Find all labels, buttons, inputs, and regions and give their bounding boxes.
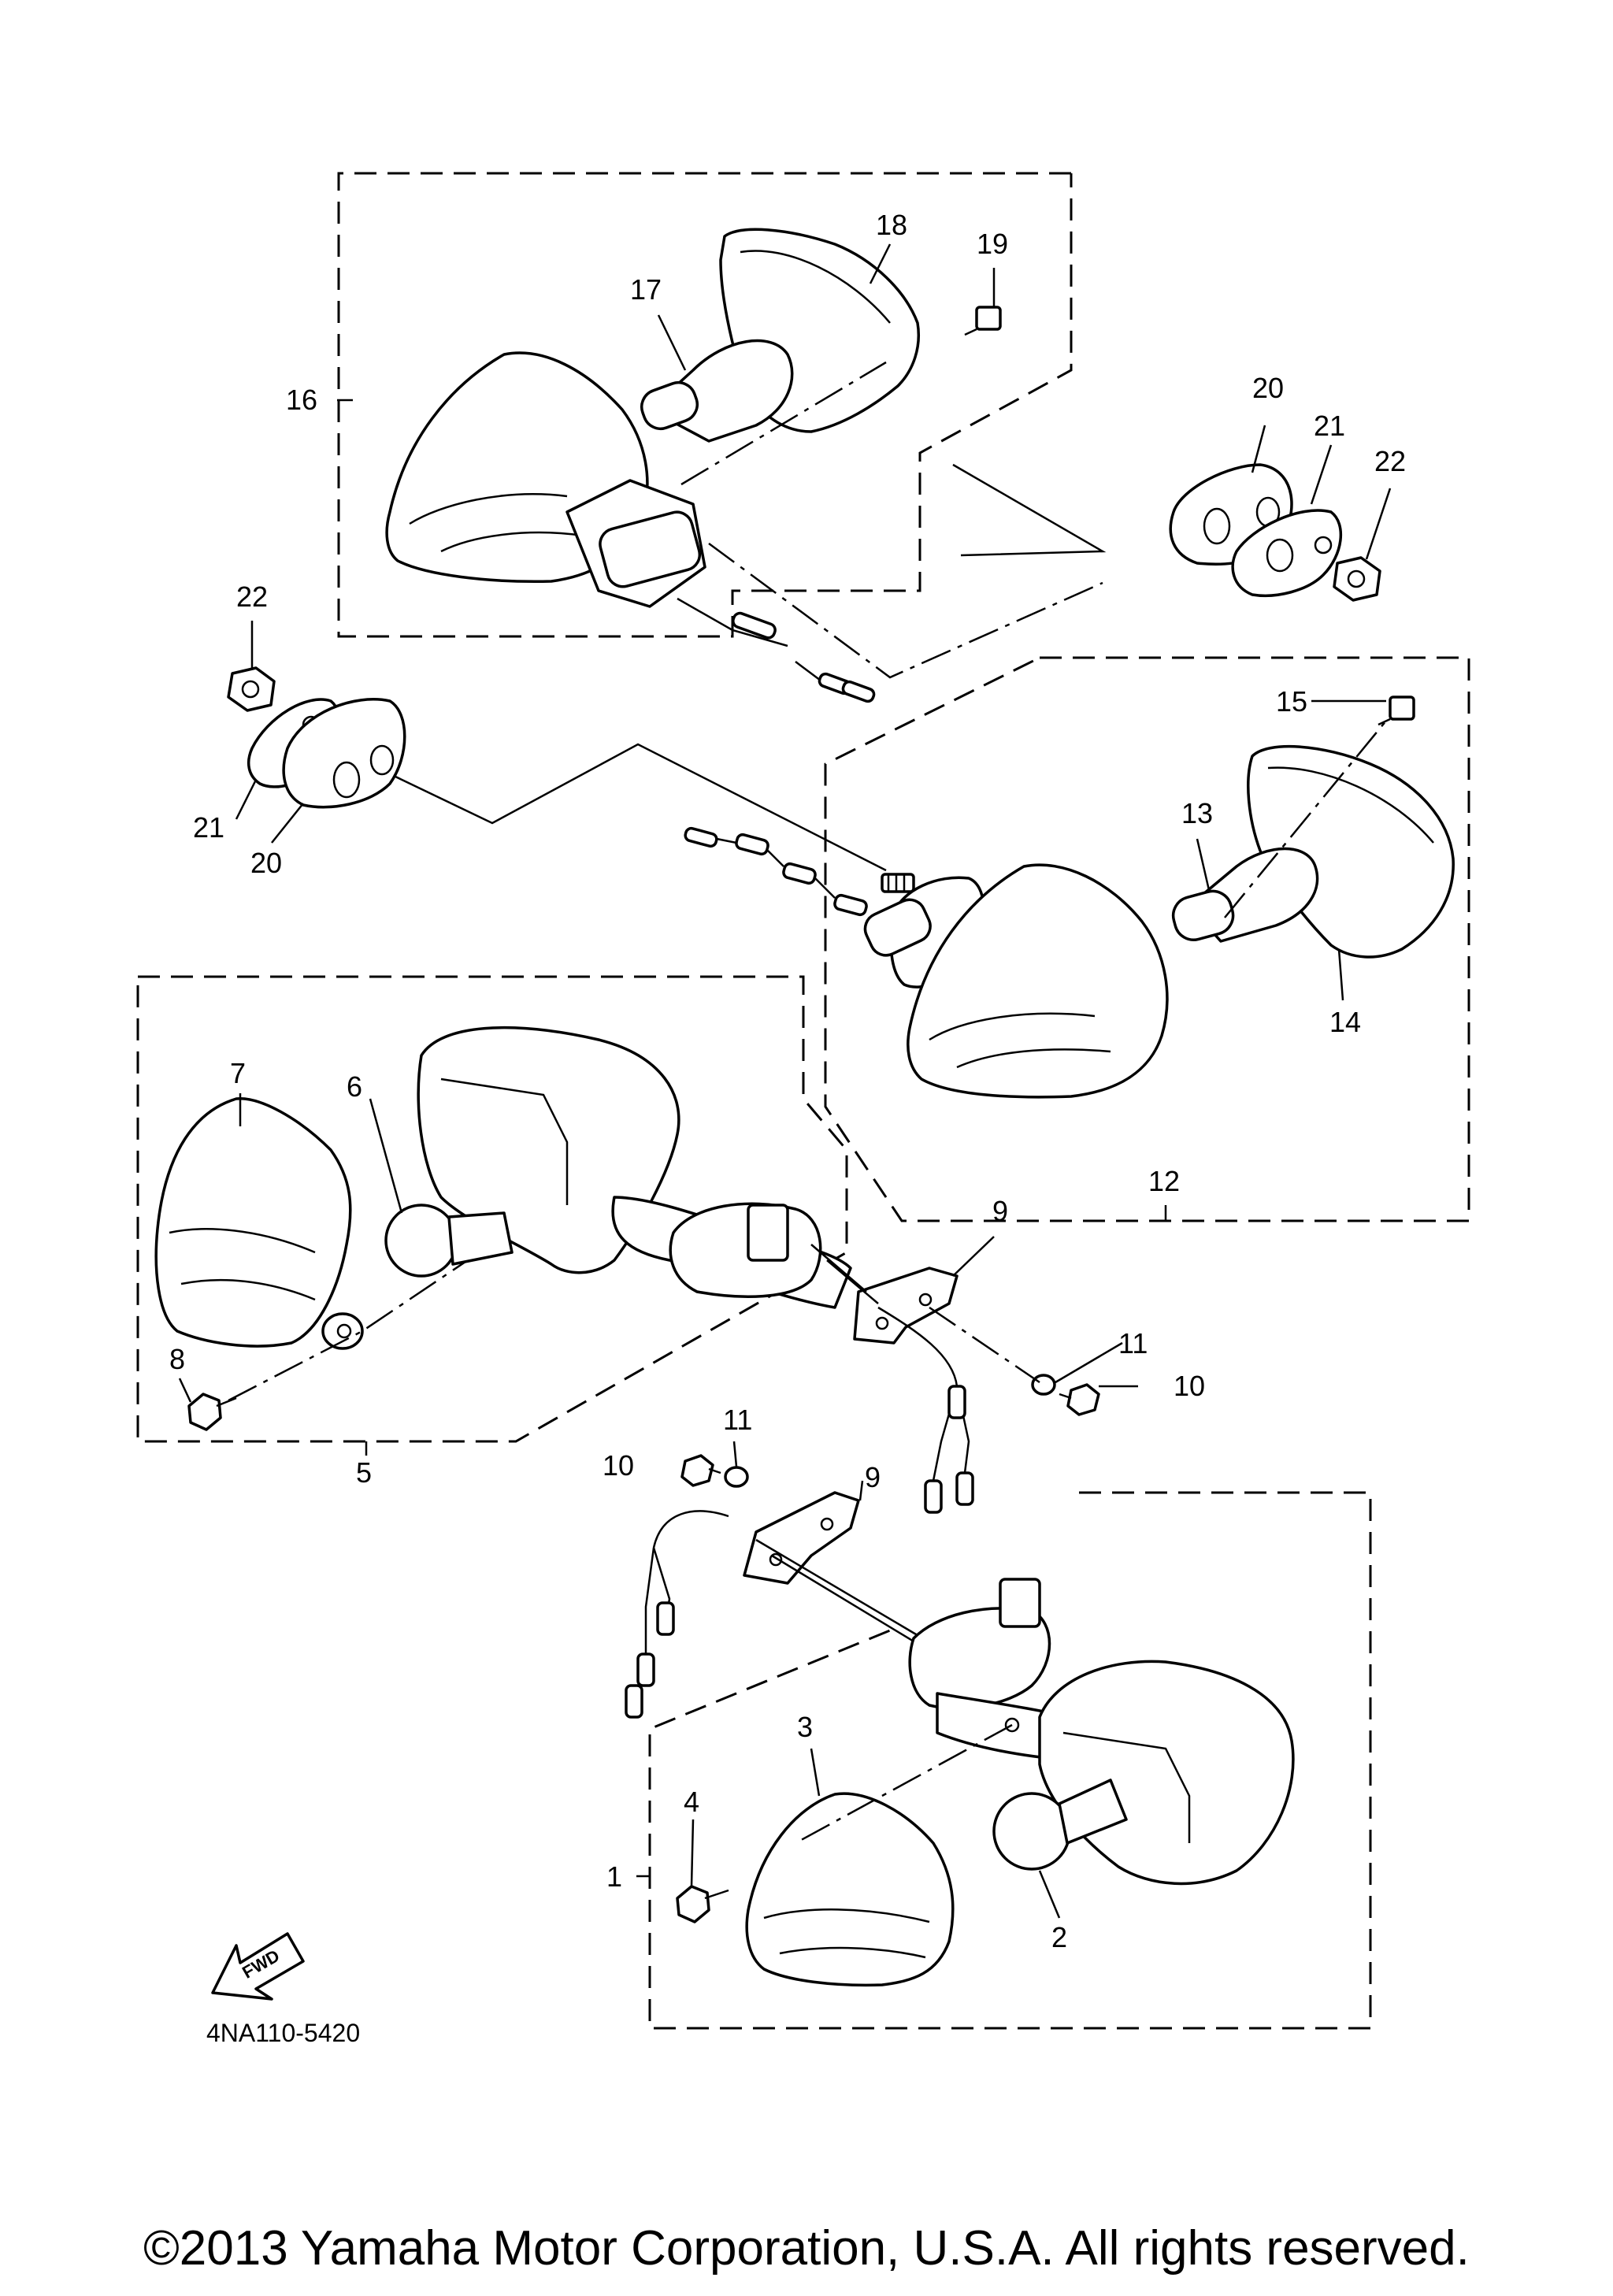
callout-22-left: 22 [236, 580, 268, 613]
assembly-1-box [648, 1491, 1372, 2030]
assembly-12-box [824, 656, 1470, 1222]
bolt-10-lower [680, 1454, 721, 1487]
assembly-12 [684, 656, 1470, 1222]
callout-21-right: 21 [1314, 410, 1345, 442]
callout-5: 5 [356, 1456, 372, 1489]
bulb-6 [384, 1204, 514, 1278]
fwd-arrow-icon: FWD [211, 1932, 305, 2001]
callout-3: 3 [797, 1711, 813, 1743]
callout-18: 18 [876, 209, 907, 241]
callout-9-upper: 9 [992, 1195, 1008, 1227]
callout-2: 2 [1051, 1921, 1067, 1953]
callout-15: 15 [1276, 685, 1307, 718]
assembly-1 [625, 1454, 1372, 2030]
assembly-5-box [136, 975, 848, 1443]
grommet-5 [669, 1202, 822, 1298]
callout-19: 19 [977, 228, 1008, 260]
callout-10-lower: 10 [603, 1449, 634, 1482]
callout-labels: 16 17 18 19 20 21 22 22 21 20 15 13 14 1… [169, 209, 1406, 1953]
callout-21-left: 21 [193, 811, 224, 844]
callout-22-right: 22 [1374, 445, 1406, 477]
damper-20-left [282, 698, 406, 809]
callout-9-lower: 9 [865, 1461, 881, 1493]
callout-7: 7 [230, 1057, 246, 1089]
bulb-2 [992, 1779, 1128, 1871]
leader-lines [178, 243, 1392, 1919]
callout-11-upper: 11 [1118, 1327, 1148, 1359]
screw-19 [964, 306, 1002, 336]
housing-12-stud [881, 873, 915, 893]
washer-11-upper [1031, 1374, 1056, 1396]
callout-12: 12 [1148, 1165, 1180, 1197]
assembly-16-box [337, 172, 1073, 638]
diagram-code: 4NA110-5420 [206, 2019, 360, 2047]
callout-6: 6 [347, 1070, 362, 1103]
bolt-10-upper [1059, 1383, 1100, 1416]
bracket-9-upper [853, 1267, 959, 1345]
bracket-9-lower [743, 1491, 860, 1585]
assembly-16 [337, 172, 1107, 703]
callout-13: 13 [1181, 797, 1213, 829]
callout-8: 8 [169, 1343, 185, 1375]
screw-15 [1378, 695, 1415, 726]
callout-16: 16 [286, 384, 317, 416]
lens-7-tab [321, 1312, 364, 1350]
washer-11-lower [724, 1466, 749, 1488]
grommet-1 [908, 1607, 1051, 1710]
lens-7 [154, 1097, 352, 1348]
nut-22-right [1333, 556, 1381, 602]
callout-4: 4 [684, 1786, 699, 1818]
plate-21-right [1231, 509, 1342, 597]
screw-8 [187, 1393, 237, 1431]
bulb-13 [1171, 847, 1319, 943]
callout-17: 17 [630, 273, 662, 306]
callout-20-left: 20 [250, 847, 282, 879]
assembly-5 [136, 975, 1100, 1514]
housing-1 [1038, 1660, 1295, 1886]
callout-10-upper: 10 [1174, 1370, 1205, 1402]
callout-20-right: 20 [1252, 372, 1284, 404]
parts-diagram: FWD 16 17 18 19 20 21 [136, 172, 1470, 2047]
copyright-notice: ©2013 Yamaha Motor Corporation, U.S.A. A… [143, 2221, 1470, 2276]
mount-set-left [227, 666, 887, 872]
callout-14: 14 [1329, 1006, 1361, 1038]
bulb-17 [640, 339, 794, 443]
callout-11-lower: 11 [723, 1404, 752, 1436]
lens-12 [907, 863, 1169, 1099]
callout-1: 1 [606, 1860, 622, 1893]
nut-22-left [227, 666, 276, 712]
screw-4 [676, 1885, 729, 1923]
mount-set-upper-right [1169, 463, 1381, 602]
lens-3 [745, 1792, 955, 1987]
